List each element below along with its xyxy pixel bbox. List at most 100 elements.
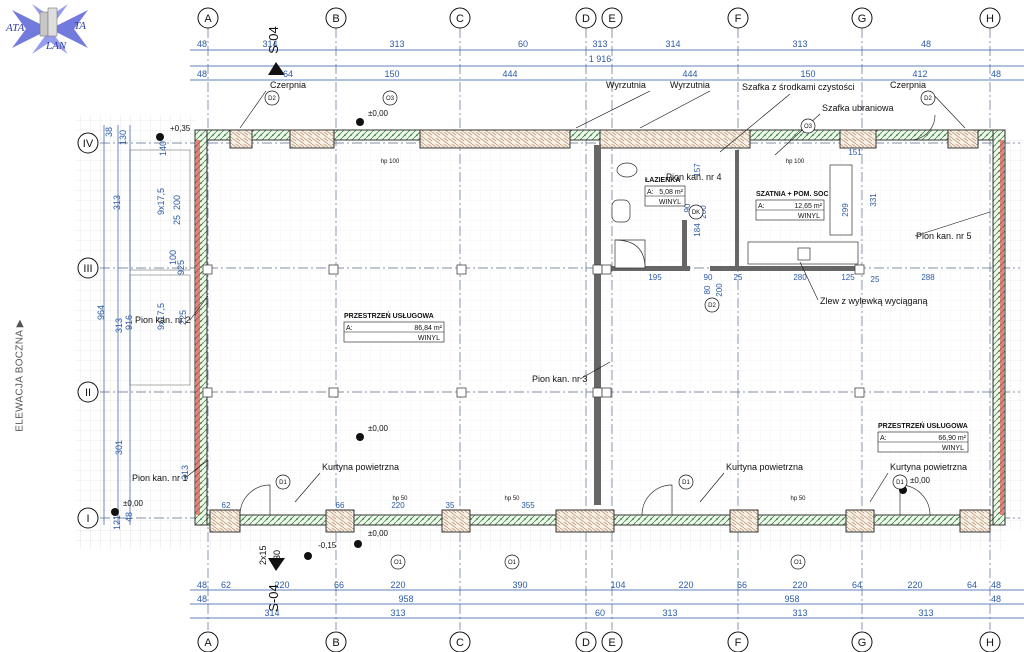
terrace-grid	[76, 115, 196, 545]
axis-bubble-top-B: B	[325, 7, 347, 29]
dim-bot2-1: 958	[398, 594, 413, 604]
svg-text:H: H	[986, 637, 994, 649]
label-pion-5: Pion kan. nr 5	[916, 231, 972, 241]
level-7: ±0,00	[910, 476, 931, 485]
dim-bot1-2: 220	[274, 580, 289, 590]
dim-bot1-5: 390	[512, 580, 527, 590]
room-name: ŁAZIENKA	[645, 177, 680, 184]
dim-left-12: 9x17,5	[156, 188, 166, 215]
room-floor: WINYL	[942, 445, 964, 452]
section-mark-bottom: S-04	[266, 584, 281, 611]
label-pion-3: Pion kan. nr 3	[532, 374, 588, 384]
axis-bubble-top-E: E	[601, 7, 623, 29]
room-floor: WINYL	[418, 335, 440, 342]
dim-bot3-1: 313	[390, 608, 405, 618]
leader-lines	[184, 90, 991, 503]
room-area-label: A:	[880, 435, 887, 442]
room-area-label: A:	[346, 325, 353, 332]
axis-bubble-top-H: H	[979, 7, 1001, 29]
dim-inner-2: 25	[734, 273, 743, 282]
dim-top1-3: 60	[518, 39, 528, 49]
room-area: 5,08 m²	[659, 189, 683, 196]
svg-text:O1: O1	[794, 560, 803, 566]
level-marks: +0,35 ±0,00 ±0,00 ±0,00 ±0,00 -0,15 ±0,0…	[123, 109, 931, 550]
axis-bubble-bottom-E: E	[601, 631, 623, 652]
tag-O1-10: O1	[790, 554, 806, 570]
tag-D1-7: D1	[892, 474, 908, 490]
dim-bot1-7: 220	[678, 580, 693, 590]
dim-top3-5: 150	[800, 69, 815, 79]
axis-bubble-bottom-A: A	[197, 631, 219, 652]
stair-note: 2x15	[258, 545, 268, 565]
hp-note-2: hp 100	[786, 159, 805, 165]
svg-text:C: C	[456, 637, 464, 649]
axis-bubble-bottom-G: G	[851, 631, 873, 652]
label-czerpnia-left: Czerpnia	[270, 80, 306, 90]
svg-text:B: B	[332, 637, 339, 649]
hp-note-1: hp 100	[381, 159, 400, 165]
axis-bubble-bottom-H: H	[979, 631, 1001, 652]
room-name: SZATNIA + POM. SOC	[756, 191, 829, 198]
level-1: +0,35	[170, 124, 191, 133]
dim-bot1-11: 220	[907, 580, 922, 590]
svg-text:D1: D1	[279, 480, 287, 486]
dim-left-6: 313	[114, 318, 124, 333]
dim-top3-3: 444	[502, 69, 517, 79]
dim-inner-20: 355	[521, 501, 535, 510]
dim-inner-5: 288	[921, 273, 935, 282]
annotations: Czerpnia Czerpnia Wyrzutnia Wyrzutnia Sz…	[132, 80, 972, 483]
label-czerpnia-right: Czerpnia	[890, 80, 926, 90]
axis-bubble-top-F: F	[727, 7, 749, 29]
structural-columns	[202, 264, 865, 398]
dim-bot3-2: 60	[595, 608, 605, 618]
dim-top3-2: 150	[384, 69, 399, 79]
dim-top1-6: 313	[792, 39, 807, 49]
dim-bot3-3: 313	[662, 608, 677, 618]
level-symbols	[111, 118, 907, 560]
svg-text:DK: DK	[692, 210, 700, 216]
axis-bubble-bottom-F: F	[727, 631, 749, 652]
axis-bubble-top-A: A	[197, 7, 219, 29]
axis-bubble-bottom-B: B	[325, 631, 347, 652]
svg-text:IV: IV	[83, 138, 94, 150]
dim-left-1: 130	[118, 130, 128, 145]
axis-bubble-top-G: G	[851, 7, 873, 29]
label-wyrzutnia-1: Wyrzutnia	[606, 80, 646, 90]
dim-inner-13: 90	[683, 203, 692, 212]
dim-bot3-4: 313	[792, 608, 807, 618]
hp-note-3: hp 50	[392, 496, 408, 502]
dim-inner-8: 151	[848, 148, 862, 157]
dim-inner-6: 184	[693, 223, 702, 237]
level-3: ±0,00	[368, 424, 389, 433]
label-szafka-ubraniowa: Szafka ubraniowa	[822, 103, 894, 113]
tag-D2-1: D2	[920, 90, 936, 106]
dim-left-16: 225	[178, 310, 188, 325]
dim-inner-1: 90	[704, 273, 713, 282]
dim-top1-4: 313	[592, 39, 607, 49]
dim-left-17: 313	[180, 465, 190, 480]
dim-top1-1: 314	[262, 39, 277, 49]
dim-top3-4: 444	[682, 69, 697, 79]
svg-text:F: F	[735, 13, 742, 25]
label-kurtyna-2: Kurtyna powietrzna	[726, 462, 803, 472]
dim-top3-6: 412	[912, 69, 927, 79]
dim-left-2: 140	[158, 141, 168, 156]
dim-inner-12: 200	[715, 283, 724, 297]
svg-text:D: D	[582, 13, 590, 25]
dim-top1-2: 313	[389, 39, 404, 49]
section-marks	[268, 62, 285, 571]
dim-bot2-2: 958	[784, 594, 799, 604]
logo-text-ta: TA	[74, 20, 87, 32]
svg-text:III: III	[83, 263, 92, 275]
dim-inner-19: 35	[446, 501, 455, 510]
window-lintels	[209, 129, 991, 533]
dim-top1-7: 48	[921, 39, 931, 49]
dim-bot3-0: 314	[264, 608, 279, 618]
dim-inner-0: 195	[648, 273, 662, 282]
svg-text:II: II	[85, 387, 91, 399]
room-area: 66,90 m²	[938, 435, 966, 442]
label-kurtyna-1: Kurtyna powietrzna	[322, 462, 399, 472]
